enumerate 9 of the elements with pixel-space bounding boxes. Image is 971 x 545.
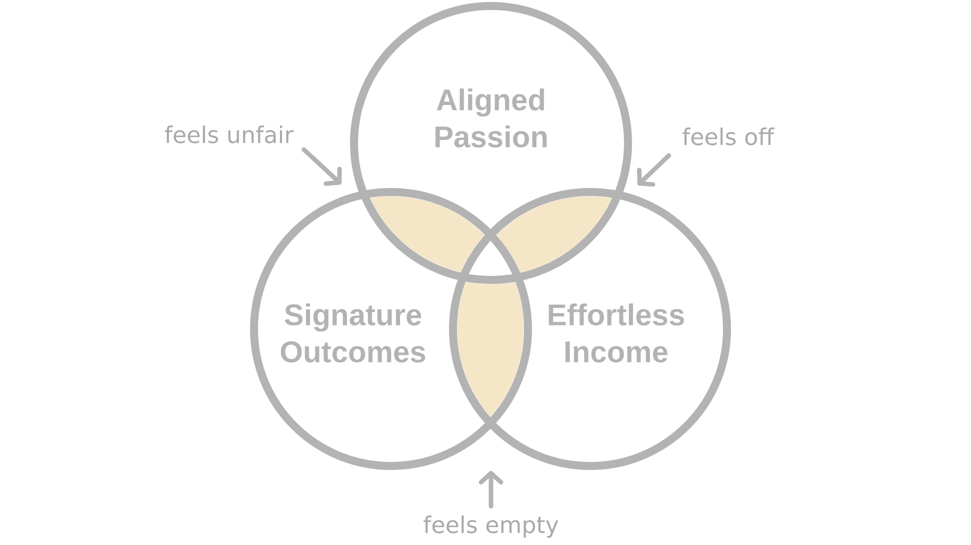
leader-arrow xyxy=(636,153,672,187)
callout-text: feels off xyxy=(682,128,774,146)
callout-text: feels unfair xyxy=(164,126,294,144)
leader-arrow xyxy=(302,147,342,186)
overlap-region xyxy=(370,196,485,272)
leader-arrow xyxy=(478,470,504,509)
callout-text: feels empty xyxy=(424,516,558,538)
overlap-region xyxy=(457,282,524,417)
overlap-region xyxy=(496,196,612,272)
